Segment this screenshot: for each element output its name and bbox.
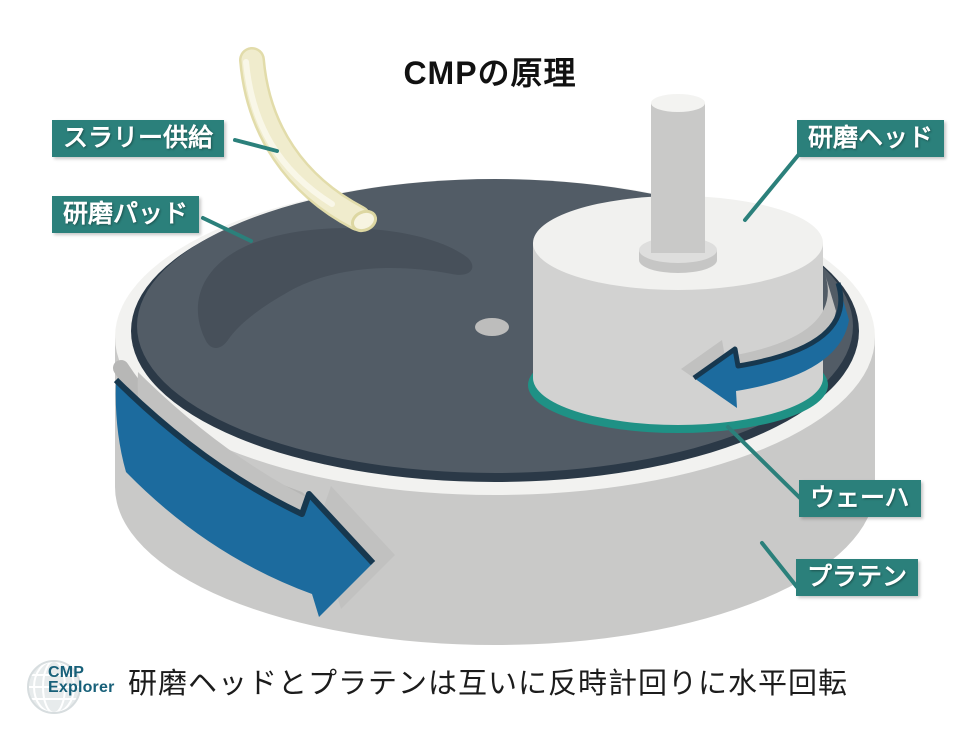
pad-center-mark: [475, 318, 509, 336]
leader-lines: [201, 138, 802, 589]
logo-line2: Explorer: [48, 679, 115, 697]
logo-line1: CMP: [48, 664, 85, 681]
platen-rotation-arrow: [113, 372, 395, 617]
slurry-tube-opening: [350, 209, 378, 233]
leader-line-slurry: [233, 138, 279, 153]
slurry-puddle: [197, 228, 473, 348]
cmp-explorer-logo: CMP Explorer: [26, 656, 146, 720]
leader-line-wafer: [726, 425, 802, 500]
head-arrow-body: [694, 283, 849, 408]
leader-line-head: [743, 151, 802, 222]
slurry-tube-body: [241, 49, 369, 229]
platen-arrow-edge: [113, 377, 376, 566]
globe-icon: [27, 660, 81, 714]
head-shaft: [651, 94, 705, 253]
leader-line-pad: [201, 216, 253, 243]
head-rotation-arrow: [681, 274, 849, 408]
caption-rotation-note: 研磨ヘッドとプラテンは互いに反時計回りに水平回転: [128, 668, 849, 700]
leader-line-platen: [760, 541, 799, 589]
label-wafer: ウェーハ: [799, 480, 921, 517]
slurry-tube: [239, 47, 378, 233]
label-slurry-supply: スラリー供給: [52, 120, 225, 157]
head-arrow-edge: [692, 282, 844, 381]
label-polishing-head: 研磨ヘッド: [797, 120, 945, 157]
slurry-tube-highlight: [243, 59, 335, 207]
polishing-head: [533, 94, 823, 425]
page-title: CMPの原理: [403, 55, 577, 91]
label-platen: プラテン: [796, 559, 919, 596]
logo-text: CMP Explorer: [48, 664, 115, 697]
label-polishing-pad: 研磨パッド: [52, 196, 200, 233]
